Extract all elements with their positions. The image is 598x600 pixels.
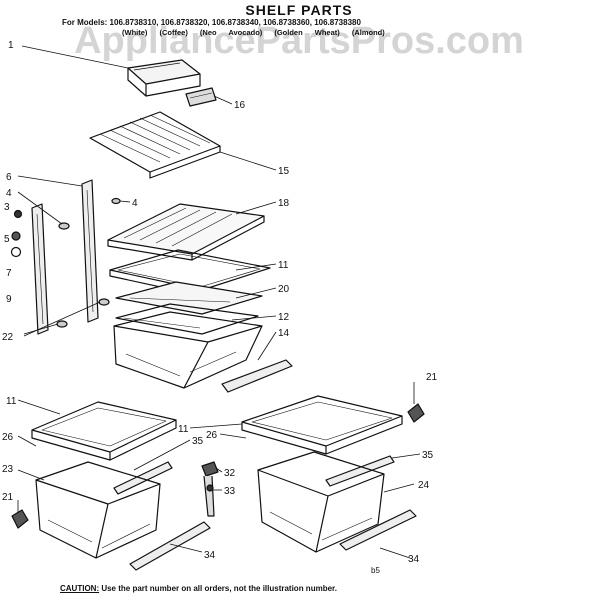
caution-text: Use the part number on all orders, not t… [99, 584, 337, 593]
caution-note: CAUTION: Use the part number on all orde… [60, 584, 337, 593]
callout-1: 1 [8, 40, 14, 51]
callout-35: 35 [422, 450, 434, 461]
callout-9: 9 [6, 294, 12, 305]
part-bracket[interactable] [185, 87, 217, 107]
part-wire-shelf[interactable] [89, 111, 221, 179]
part-right-shelf-frame[interactable] [241, 395, 403, 455]
callout-16: 16 [234, 100, 246, 111]
callout-15: 15 [278, 166, 290, 177]
callout-23: 23 [2, 464, 14, 475]
part-right-crisper-drawer[interactable] [257, 451, 385, 553]
part-left-shelf-frame[interactable] [31, 401, 177, 461]
callout-34: 34 [408, 554, 420, 565]
part-center-drawer[interactable] [113, 311, 263, 389]
part-glass-shelf-upper[interactable] [107, 203, 265, 261]
part-drawer-rail[interactable] [221, 359, 293, 393]
part-screws[interactable] [10, 197, 121, 328]
diagram-code: b5 [371, 566, 380, 575]
part-center-bracket[interactable] [201, 461, 219, 517]
callout-12: 12 [278, 312, 290, 323]
part-left-drawer-rail[interactable] [129, 521, 211, 571]
callout-33: 33 [224, 486, 236, 497]
part-left-clip[interactable] [11, 509, 29, 529]
callout-5: 5 [4, 234, 10, 245]
callout-21: 21 [2, 492, 14, 503]
callout-20: 20 [278, 284, 290, 295]
page-title: SHELF PARTS [245, 2, 353, 18]
callout-24: 24 [418, 480, 430, 491]
part-side-rail[interactable] [31, 203, 49, 335]
part-top-bin[interactable] [127, 59, 201, 97]
callout-35: 35 [192, 436, 204, 447]
part-crisper-cover[interactable] [115, 303, 259, 335]
callout-26: 26 [2, 432, 14, 443]
callout-4: 4 [132, 198, 138, 209]
part-left-drawer-guide[interactable] [113, 461, 173, 495]
callout-22: 22 [2, 332, 14, 343]
callout-32: 32 [224, 468, 236, 479]
part-right-drawer-rail[interactable] [339, 509, 417, 551]
callout-3: 3 [4, 202, 10, 213]
callout-26: 26 [206, 430, 218, 441]
part-shelf-rail[interactable] [81, 179, 99, 323]
callout-18: 18 [278, 198, 290, 209]
caution-label: CAUTION: [60, 584, 100, 593]
part-right-clip[interactable] [407, 403, 425, 423]
callout-11: 11 [178, 424, 189, 435]
leader-lines [17, 45, 421, 559]
callout-11: 11 [278, 260, 289, 271]
callout-6: 6 [6, 172, 12, 183]
part-left-crisper-drawer[interactable] [35, 461, 161, 559]
callout-14: 14 [278, 328, 290, 339]
callout-34: 34 [204, 550, 216, 561]
part-glass-insert[interactable] [115, 281, 263, 315]
callout-21: 21 [426, 372, 438, 383]
callout-11: 11 [6, 396, 17, 407]
callout-4: 4 [6, 188, 12, 199]
model-list: For Models: 106.8738310, 106.8738320, 10… [62, 18, 361, 27]
color-list: (White) (Coffee) (Neo Avocado) (Golden W… [122, 28, 385, 37]
callout-7: 7 [6, 268, 12, 279]
part-right-drawer-guide[interactable] [325, 455, 395, 487]
